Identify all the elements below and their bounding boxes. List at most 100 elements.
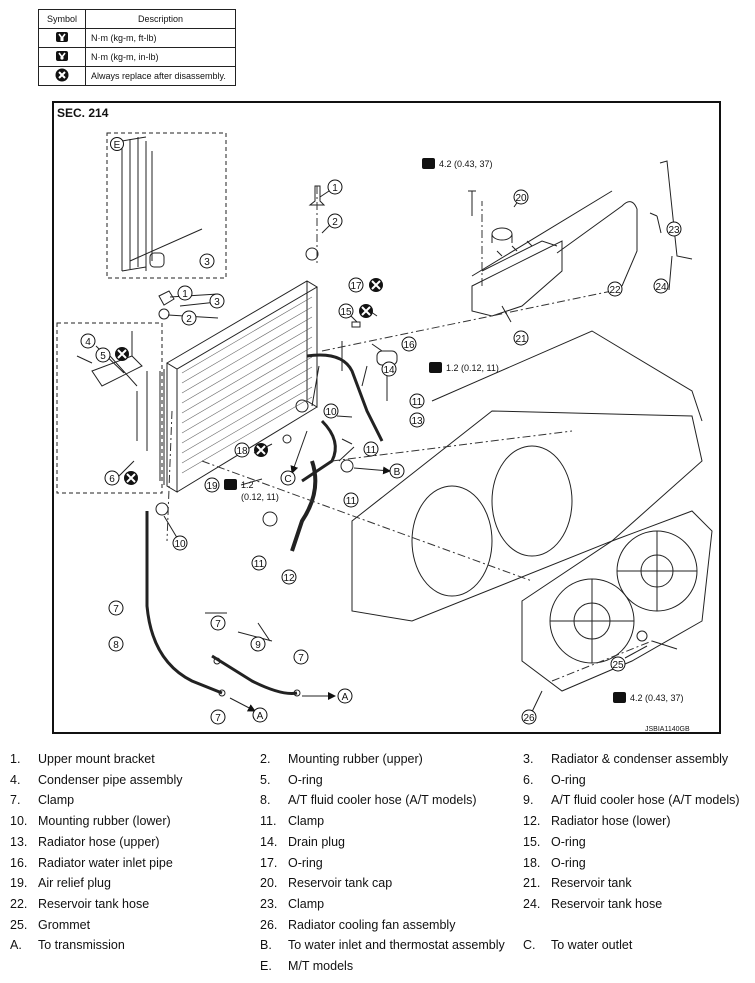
legend-key: 8. (260, 793, 271, 808)
legend-label: O-ring (288, 855, 323, 870)
callout-24: 24 (653, 278, 669, 294)
svg-text:23: 23 (668, 225, 680, 236)
svg-text:A: A (342, 692, 349, 703)
svg-text:14: 14 (383, 365, 395, 376)
svg-text:21: 21 (515, 334, 527, 345)
legend-key: 11. (260, 814, 277, 829)
callout-3b: 3 (209, 293, 225, 309)
svg-text:6: 6 (109, 474, 115, 485)
callout-7a: 7 (108, 600, 124, 616)
legend-key: 4. (10, 772, 21, 787)
svg-text:10: 10 (325, 407, 337, 418)
arrow-label-C: C (280, 470, 296, 486)
symbol-header: Symbol (38, 9, 86, 29)
svg-text:3: 3 (214, 297, 220, 308)
legend-label: Radiator water inlet pipe (38, 855, 173, 870)
legend-key: 10. (10, 814, 28, 829)
legend-label: Reservoir tank hose (38, 896, 150, 911)
legend-key: E. (260, 959, 272, 973)
svg-text:C: C (284, 474, 291, 485)
torque-wrench-icon (224, 158, 626, 703)
callout-7d: 7 (210, 709, 226, 725)
torque-air-relief-2: (0.12, 11) (241, 492, 279, 502)
legend-label: O-ring (551, 772, 586, 787)
legend-key: 25. (10, 917, 28, 932)
svg-text:B: B (394, 467, 401, 478)
torque-reservoir: 4.2 (0.43, 37) (439, 159, 493, 169)
legend-label: Air relief plug (38, 876, 111, 891)
callout-22: 22 (607, 281, 623, 297)
section-label: SEC. 214 (57, 106, 109, 120)
callout-21: 21 (513, 330, 529, 346)
svg-text:11: 11 (254, 559, 265, 570)
callout-12: 12 (281, 569, 297, 585)
legend-key: 9. (523, 793, 534, 808)
legend-key: 13. (10, 834, 28, 849)
svg-text:13: 13 (411, 416, 423, 427)
callout-9: 9 (250, 636, 266, 652)
legend-key: 18. (523, 855, 541, 870)
legend-key: 14. (260, 834, 278, 849)
legend-label: O-ring (551, 855, 586, 870)
callout-7b: 7 (210, 615, 226, 631)
svg-text:16: 16 (403, 340, 415, 351)
svg-text:4: 4 (85, 337, 91, 348)
svg-text:5: 5 (100, 351, 106, 362)
callout-11d: 11 (251, 555, 267, 571)
callout-15: 15 (338, 303, 354, 319)
svg-text:2: 2 (186, 314, 192, 325)
callout-6: 6 (104, 470, 120, 486)
svg-text:19: 19 (206, 481, 218, 492)
callout-11a: 11 (409, 393, 425, 409)
svg-text:7: 7 (215, 619, 221, 630)
legend-label: Reservoir tank hose (551, 896, 663, 911)
callout-11c: 11 (343, 492, 359, 508)
callout-18: 18 (234, 442, 250, 458)
legend-key: 19. (10, 876, 28, 891)
svg-text:17: 17 (350, 281, 362, 292)
radiator-exploded-diagram: E 1 2 3 1 2 3 4 5 6 7 7 7 7 8 9 10 10 11… (56, 132, 713, 733)
legend-label: O-ring (551, 834, 586, 849)
legend-key: C. (523, 938, 536, 953)
legend-label: A/T fluid cooler hose (A/T models) (288, 793, 477, 808)
legend-label: Mounting rubber (lower) (38, 814, 171, 829)
image-code: JSBIA1140GB (645, 726, 690, 733)
legend-label: Drain plug (288, 834, 345, 849)
legend-label: Clamp (288, 896, 325, 911)
legend-label: Reservoir tank cap (288, 876, 393, 891)
legend-key: 24. (523, 896, 541, 911)
svg-text:7: 7 (215, 713, 221, 724)
legend-label: Radiator & condenser assembly (551, 752, 729, 766)
callout-14: 14 (381, 361, 397, 377)
legend-label: Radiator hose (upper) (38, 834, 160, 849)
svg-text:1: 1 (332, 183, 338, 194)
legend-label: To water outlet (551, 938, 633, 953)
svg-text:8: 8 (113, 640, 119, 651)
legend-key: 26. (260, 917, 278, 932)
svg-text:12: 12 (283, 573, 295, 584)
callout-13: 13 (409, 412, 425, 428)
legend-key: A. (10, 938, 22, 953)
legend-label: Reservoir tank (551, 876, 632, 891)
torque-wrench-inlb-icon (38, 47, 86, 67)
legend-label: A/T fluid cooler hose (A/T models) (551, 793, 740, 808)
callout-26: 26 (521, 709, 537, 725)
callout-2a: 2 (327, 213, 343, 229)
svg-text:A: A (257, 711, 264, 722)
legend-key: 15. (523, 834, 541, 849)
replace-x-icon (38, 66, 86, 86)
legend-key: 1. (10, 752, 21, 766)
legend-label: Radiator cooling fan assembly (288, 917, 456, 932)
inset-box (106, 132, 227, 279)
left-dashed-box (56, 322, 163, 494)
description-header: Description (85, 9, 236, 29)
callout-23: 23 (666, 221, 682, 237)
svg-text:10: 10 (174, 539, 186, 550)
callout-1a: 1 (327, 179, 343, 195)
arrow-label-A2: A (337, 688, 353, 704)
callout-4: 4 (80, 333, 96, 349)
legend-label: Mounting rubber (upper) (288, 752, 423, 766)
callout-16: 16 (401, 336, 417, 352)
legend-key: 3. (523, 752, 534, 766)
callout-1b: 1 (177, 285, 193, 301)
